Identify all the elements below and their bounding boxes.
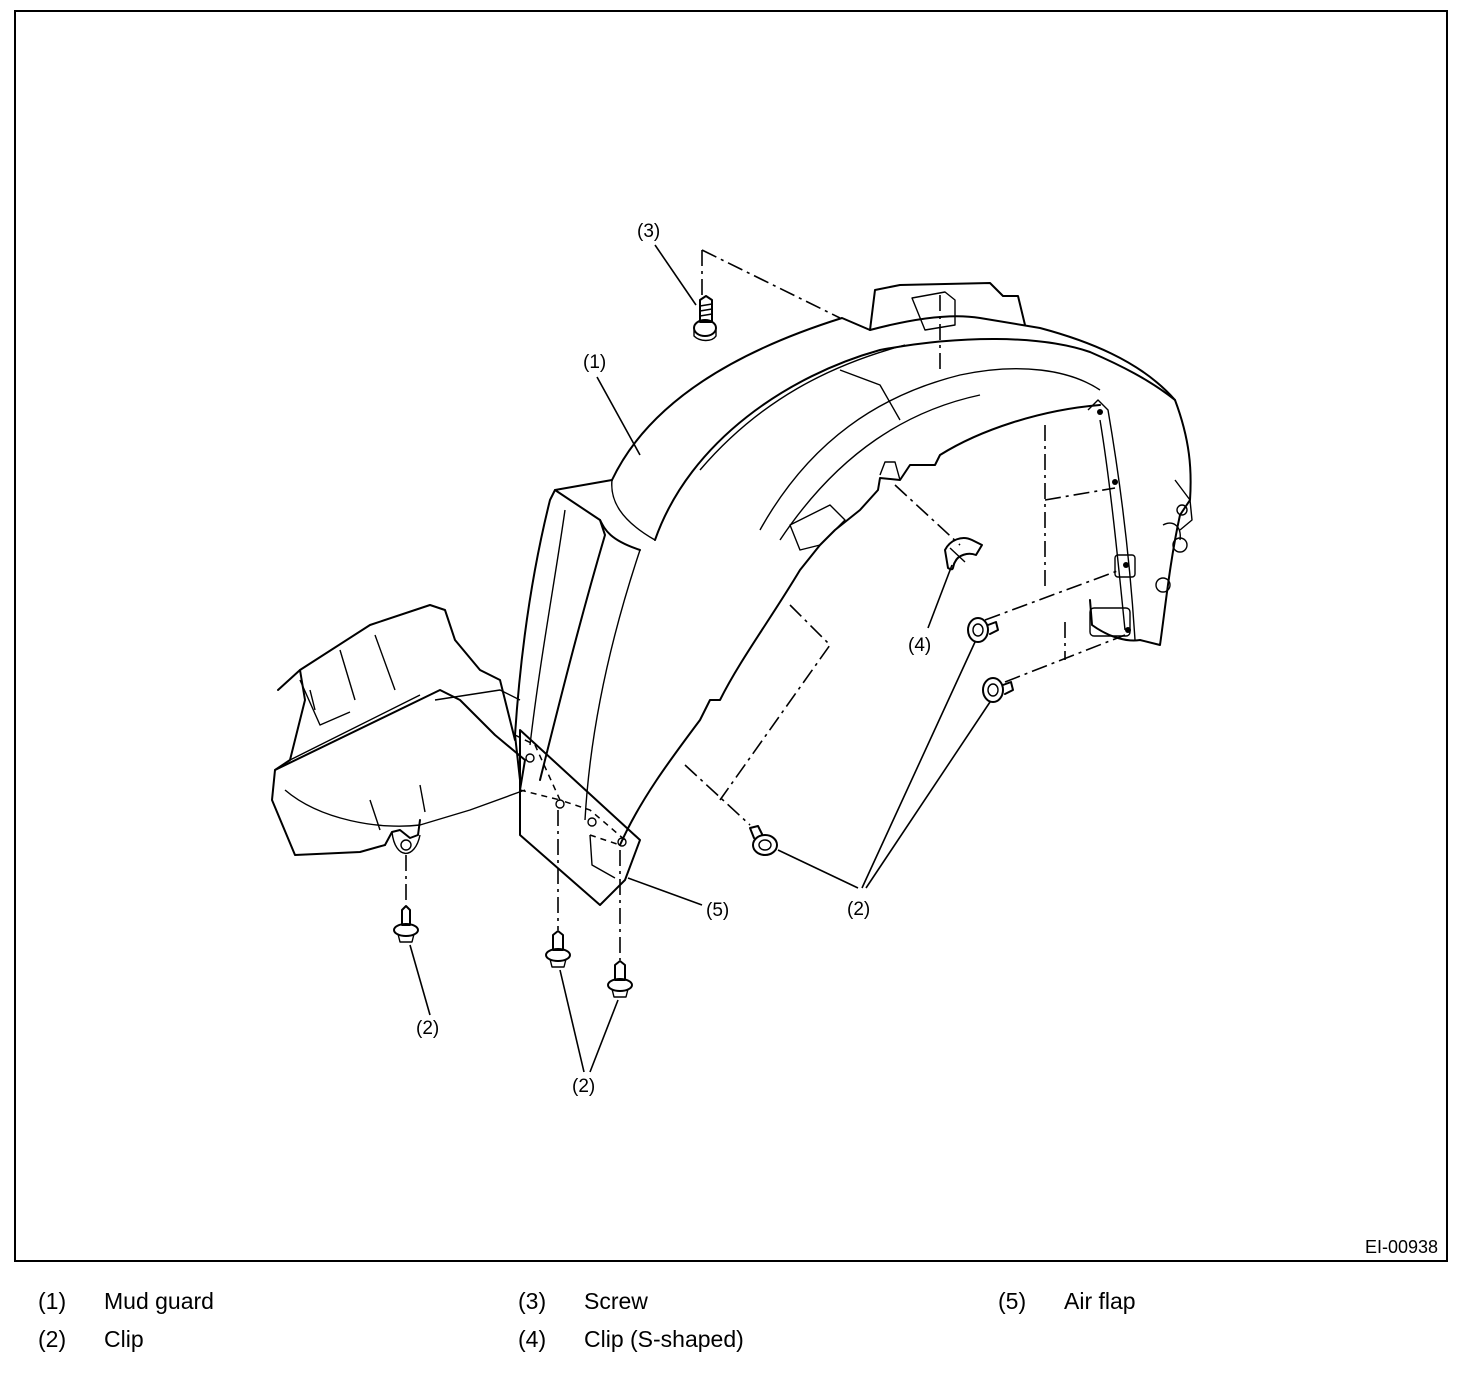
callout-s-clip: (4) xyxy=(908,635,931,656)
figure-id: EI-00938 xyxy=(1364,1237,1438,1257)
legend-label: Mud guard xyxy=(104,1288,214,1314)
legend-number: (1) xyxy=(38,1288,67,1314)
assembly-lines xyxy=(405,249,1126,960)
legend-number: (4) xyxy=(518,1326,547,1352)
callout-air-flap: (5) xyxy=(706,900,729,921)
callout-mud-guard: (1) xyxy=(583,352,606,373)
leader-lines xyxy=(409,244,991,1073)
legend-number: (5) xyxy=(998,1288,1027,1314)
clip-icon xyxy=(393,905,419,943)
mud-guard-drawing xyxy=(514,282,1193,846)
callout-clip: (2) xyxy=(572,1076,595,1097)
parts-legend: (1) Mud guard (2) Clip (3) Screw (4) Cli… xyxy=(38,1288,1458,1368)
diagram-frame xyxy=(14,10,1448,1262)
legend-label: Clip xyxy=(104,1326,144,1352)
legend-number: (2) xyxy=(38,1326,67,1352)
s-clip-icon xyxy=(944,537,983,571)
duct-drawing xyxy=(271,604,526,856)
legend-label: Clip (S-shaped) xyxy=(584,1326,744,1352)
legend-number: (3) xyxy=(518,1288,547,1314)
legend-label: Screw xyxy=(584,1288,648,1314)
callout-clip: (2) xyxy=(416,1018,439,1039)
screw-icon xyxy=(693,295,717,342)
clip-icon xyxy=(967,617,999,643)
clip-icon xyxy=(749,825,778,856)
callout-screw: (3) xyxy=(637,221,660,242)
legend-label: Air flap xyxy=(1064,1288,1136,1314)
clip-icon xyxy=(545,930,571,968)
air-flap-drawing xyxy=(514,729,641,906)
callout-clip: (2) xyxy=(847,899,870,920)
clip-icon xyxy=(982,677,1014,703)
clip-icon xyxy=(607,960,633,998)
